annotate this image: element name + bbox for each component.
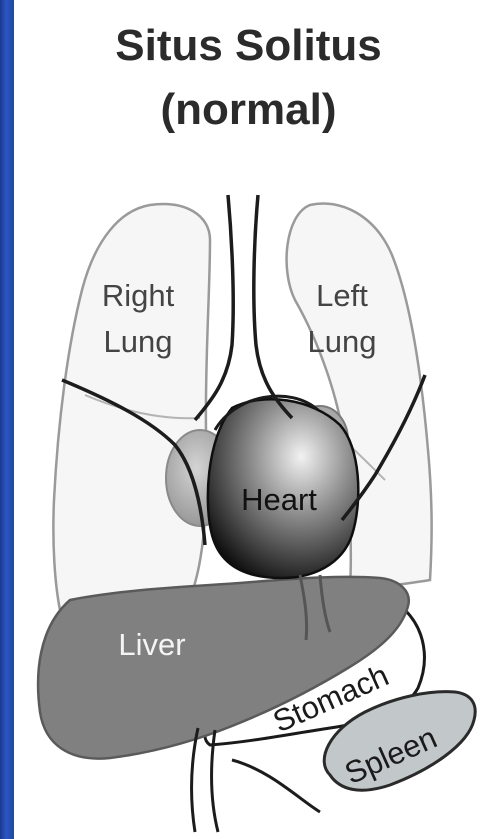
trachea-right-wall [254, 195, 292, 418]
right-lung [53, 204, 210, 610]
heart-label: Heart [241, 482, 317, 517]
inferior-vena-cava-left [192, 728, 198, 832]
liver-label: Liver [118, 627, 185, 662]
right-lung-label-line2: Lung [104, 324, 173, 359]
bowel-loop [232, 760, 320, 812]
left-lung-label-line1: Left [316, 278, 368, 313]
left-lung-label-line2: Lung [308, 324, 377, 359]
right-lung-label-line1: Right [102, 278, 175, 313]
